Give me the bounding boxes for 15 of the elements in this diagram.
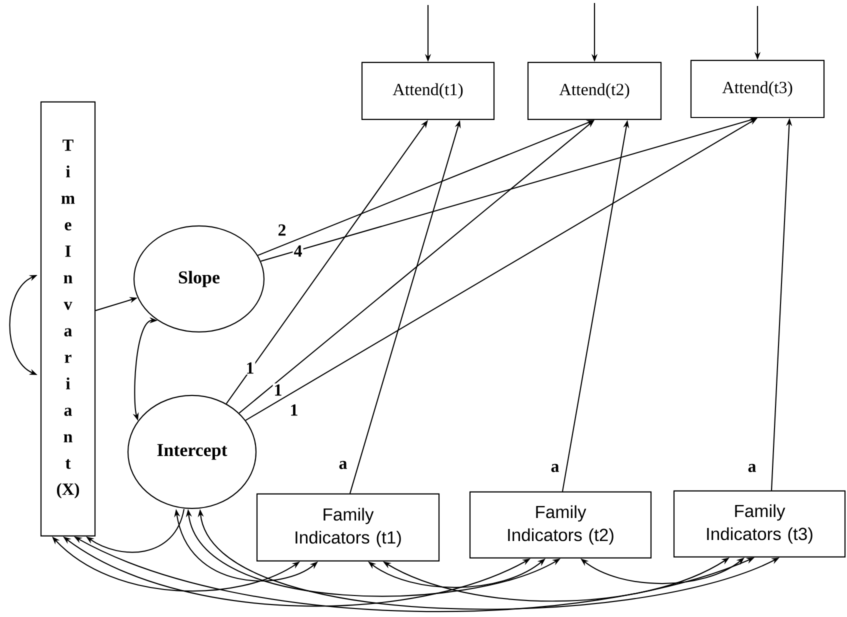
variable-box: Attend(t1): [361, 62, 495, 120]
variable-box: Attend(t3): [690, 60, 825, 118]
path-coefficient: a: [550, 462, 560, 474]
path-coefficient: a: [746, 462, 758, 474]
path-coefficient: a: [338, 460, 348, 470]
path-coefficient: 1: [272, 383, 284, 397]
path-coefficient: 1: [244, 361, 256, 375]
variable-box: Attend(t2): [527, 62, 662, 120]
indicator-box: Family Indicators (t3): [673, 490, 846, 558]
path-coefficient: 4: [292, 244, 304, 258]
indicator-box: Family Indicators (t1): [256, 493, 440, 562]
variable-box: Time Invariant (X): [40, 101, 96, 537]
path-coefficient: 2: [276, 223, 288, 237]
indicator-box: Family Indicators (t2): [469, 491, 652, 559]
path-coefficient: 1: [288, 403, 300, 417]
